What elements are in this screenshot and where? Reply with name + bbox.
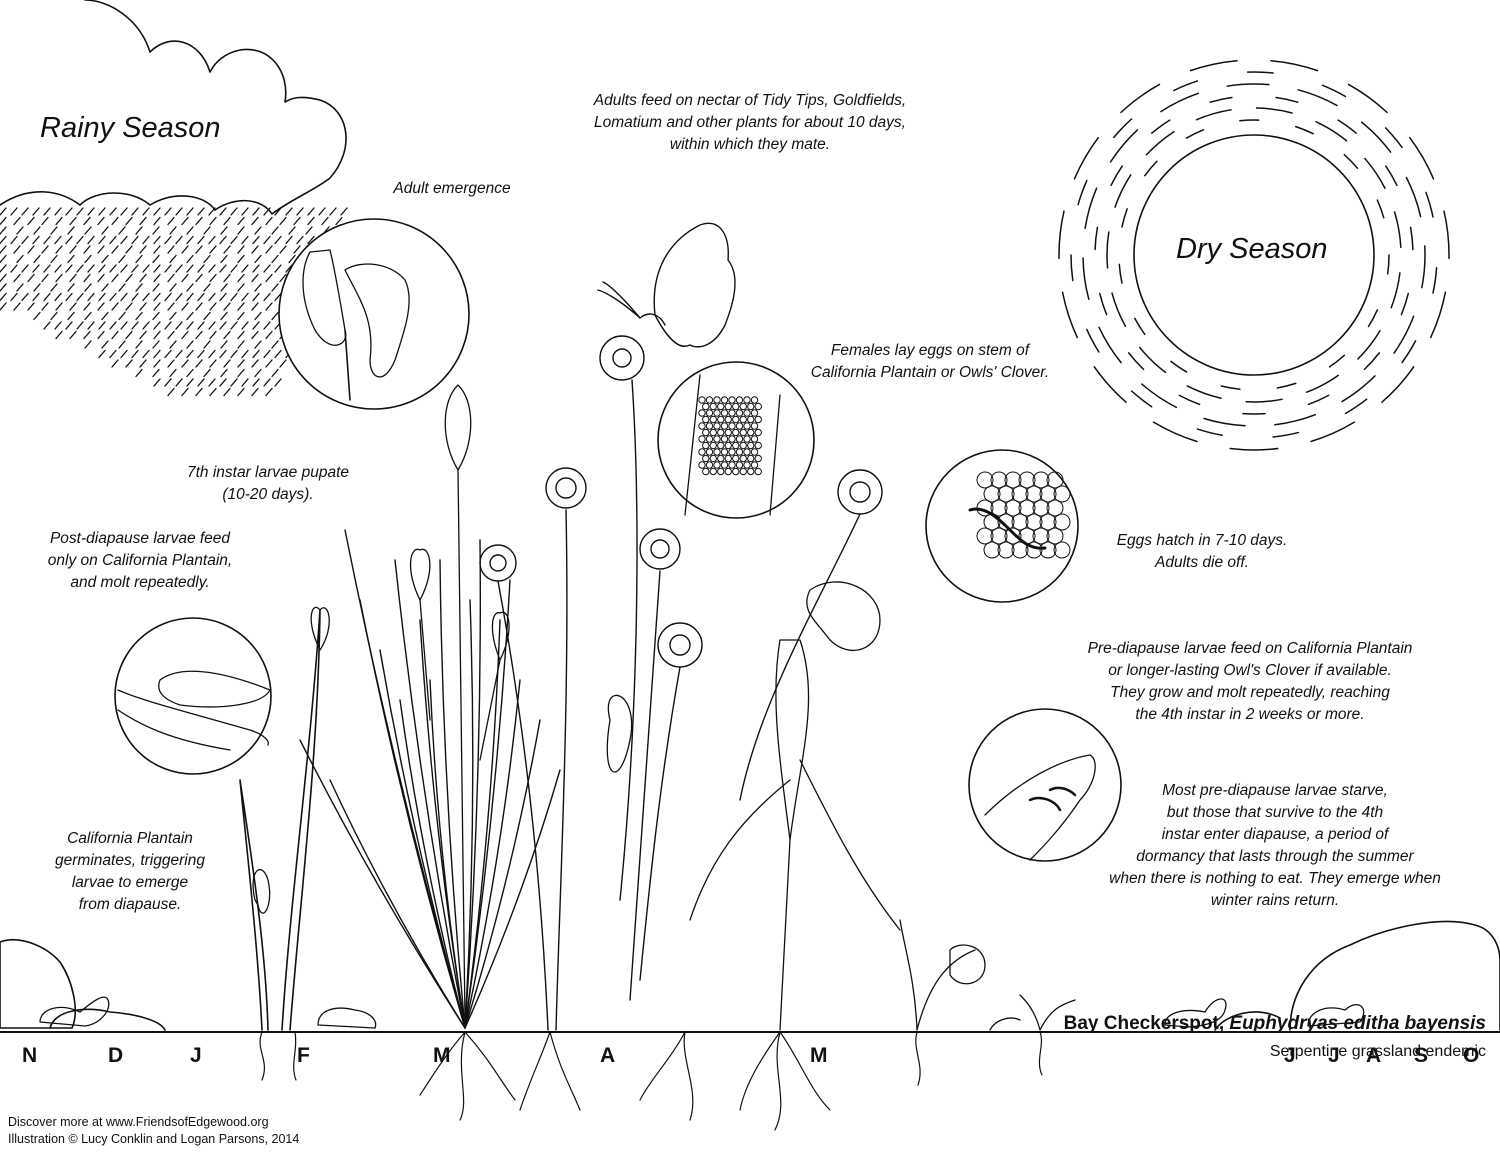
species-title: Bay Checkerspot, Euphydryas editha bayen… xyxy=(1064,1013,1486,1035)
eggs-hatch-line: Adults die off. xyxy=(1092,552,1312,574)
common-name: Bay Checkerspot, xyxy=(1064,1013,1225,1034)
discover-link[interactable]: Discover more at www.FriendsofEdgewood.o… xyxy=(8,1115,269,1129)
pre-diapause-line: the 4th instar in 2 weeks or more. xyxy=(1060,704,1440,726)
starve-line: but those that survive to the 4th xyxy=(1090,802,1460,824)
inset-post-diapause xyxy=(115,618,271,774)
pre-diapause-line: They grow and molt repeatedly, reaching xyxy=(1060,682,1440,704)
post-diapause-line: only on California Plantain, xyxy=(20,550,260,572)
germinates-line: germinates, triggering xyxy=(40,850,220,872)
starve-line: Most pre-diapause larvae starve, xyxy=(1090,780,1460,802)
inset-adult-emergence xyxy=(279,219,469,409)
adults-feed-label: Adults feed on nectar of Tidy Tips, Gold… xyxy=(560,90,940,156)
month-n: N xyxy=(22,1044,37,1068)
month-f: F xyxy=(297,1044,310,1068)
butterfly-icon xyxy=(598,223,735,346)
rock-left-small-icon xyxy=(50,1009,165,1030)
starve-line: winter rains return. xyxy=(1090,890,1460,912)
owls-clover-icon xyxy=(607,582,900,1030)
latin-name: Euphydryas editha bayensis xyxy=(1229,1013,1486,1034)
eggs-hatch-label: Eggs hatch in 7-10 days. Adults die off. xyxy=(1092,530,1312,574)
adults-feed-line: Lomatium and other plants for about 10 d… xyxy=(560,112,940,134)
species-subtitle: Serpentine grassland endemic xyxy=(1270,1043,1486,1061)
females-lay-label: Females lay eggs on stem of California P… xyxy=(790,340,1070,384)
females-lay-line: Females lay eggs on stem of xyxy=(790,340,1070,362)
post-diapause-line: and molt repeatedly. xyxy=(20,572,260,594)
females-lay-line: California Plantain or Owls' Clover. xyxy=(790,362,1070,384)
month-m2: M xyxy=(810,1044,828,1068)
starve-line: when there is nothing to eat. They emerg… xyxy=(1090,868,1460,890)
adult-emergence-label: Adult emergence xyxy=(382,178,522,200)
eggs-hatch-line: Eggs hatch in 7-10 days. xyxy=(1092,530,1312,552)
roots-icon xyxy=(260,1032,1042,1130)
month-d: D xyxy=(108,1044,123,1068)
pupate-line: (10-20 days). xyxy=(168,484,368,506)
starve-label: Most pre-diapause larvae starve, but tho… xyxy=(1090,780,1460,912)
plantain-leaves-icon xyxy=(300,530,560,1028)
larva-icon-2 xyxy=(318,1008,376,1028)
rainy-season-title: Rainy Season xyxy=(40,112,221,145)
dry-season-title: Dry Season xyxy=(1176,233,1328,266)
post-diapause-label: Post-diapause larvae feed only on Califo… xyxy=(20,528,260,594)
illustration-credit: Illustration © Lucy Conklin and Logan Pa… xyxy=(8,1132,299,1146)
germinates-line: from diapause. xyxy=(40,894,220,916)
pupate-line: 7th instar larvae pupate xyxy=(168,462,368,484)
rock-left-icon xyxy=(0,940,75,1028)
germinates-line: larvae to emerge xyxy=(40,872,220,894)
adults-feed-line: within which they mate. xyxy=(560,134,940,156)
cloud-icon xyxy=(0,0,346,214)
pre-diapause-line: or longer-lasting Owl's Clover if availa… xyxy=(1060,660,1440,682)
starve-line: instar enter diapause, a period of xyxy=(1090,824,1460,846)
adults-feed-line: Adults feed on nectar of Tidy Tips, Gold… xyxy=(560,90,940,112)
post-diapause-line: Post-diapause larvae feed xyxy=(20,528,260,550)
month-j: J xyxy=(190,1044,202,1068)
seedling-icon xyxy=(900,920,1075,1030)
pupate-label: 7th instar larvae pupate (10-20 days). xyxy=(168,462,368,506)
germinates-label: California Plantain germinates, triggeri… xyxy=(40,828,220,916)
month-m: M xyxy=(433,1044,451,1068)
germinates-line: California Plantain xyxy=(40,828,220,850)
pre-diapause-line: Pre-diapause larvae feed on California P… xyxy=(1060,638,1440,660)
starve-line: dormancy that lasts through the summer xyxy=(1090,846,1460,868)
month-a: A xyxy=(600,1044,615,1068)
pre-diapause-label: Pre-diapause larvae feed on California P… xyxy=(1060,638,1440,726)
